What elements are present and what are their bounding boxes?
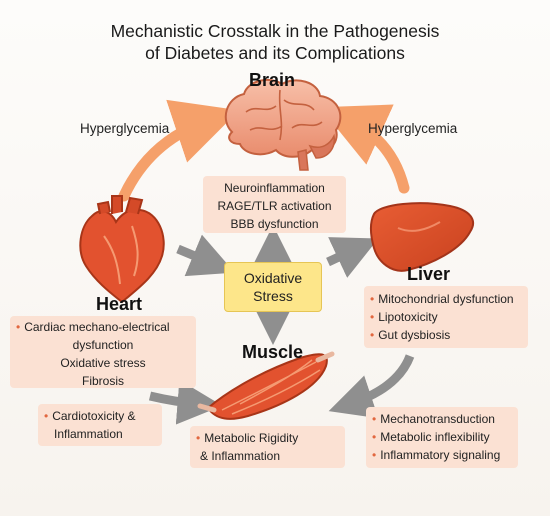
liver-muscle-item: Inflammatory signaling <box>372 446 512 464</box>
brain-icon <box>224 78 342 171</box>
brain-mechanism-item: RAGE/TLR activation <box>217 199 332 213</box>
liver-muscle-mechanisms-box: Mechanotransduction Metabolic inflexibil… <box>366 407 518 468</box>
muscle-mechanism-item: & Inflammation <box>200 449 281 463</box>
liver-muscle-item: Mechanotransduction <box>372 410 512 428</box>
heart-to-center-arrow <box>176 234 235 277</box>
title-line-2: of Diabetes and its Complications <box>145 43 405 63</box>
center-line-2: Stress <box>253 288 293 304</box>
muscle-label: Muscle <box>242 342 304 362</box>
center-line-1: Oxidative <box>243 270 303 286</box>
muscle-mechanisms-box: Metabolic Rigidity & Inflammation <box>190 426 345 468</box>
muscle-icon <box>197 351 335 420</box>
diagram-title: Mechanistic Crosstalk in the Pathogenesi… <box>0 20 550 64</box>
brain-mechanism-item: BBB dysfunction <box>230 217 319 231</box>
hyperglycemia-label-right: Hyperglycemia <box>368 121 458 136</box>
brain-label: Brain <box>249 70 296 90</box>
cardio-item: Inflammation <box>54 427 123 441</box>
liver-to-muscle-arrow <box>328 354 415 419</box>
liver-muscle-item: Metabolic inflexibility <box>372 428 512 446</box>
muscle-mechanism-item: Metabolic Rigidity <box>196 429 339 447</box>
hyperglycemia-arrow-left <box>118 99 240 202</box>
liver-label: Liver <box>407 264 451 284</box>
oxidative-stress-node: Oxidative Stress <box>224 262 322 312</box>
liver-mechanism-item: Lipotoxicity <box>370 308 522 326</box>
cardiotoxicity-box: Cardiotoxicity & Inflammation <box>38 404 162 446</box>
heart-label: Heart <box>96 294 143 314</box>
heart-icon <box>79 195 165 304</box>
center-to-liver-arrow <box>326 237 379 278</box>
cardio-item: Cardiotoxicity & <box>44 407 156 425</box>
liver-mechanisms-box: Mitochondrial dysfunction Lipotoxicity G… <box>364 286 528 348</box>
heart-to-muscle-arrow <box>148 379 223 425</box>
heart-mechanism-item: Cardiac mechano-electrical <box>16 318 190 336</box>
hyperglycemia-arrow-right <box>319 104 410 194</box>
brain-mechanisms-box: Neuroinflammation RAGE/TLR activation BB… <box>203 176 346 233</box>
title-line-1: Mechanistic Crosstalk in the Pathogenesi… <box>110 21 440 41</box>
heart-mechanism-item: dysfunction <box>72 338 134 352</box>
heart-mechanisms-box: Cardiac mechano-electrical dysfunction O… <box>10 316 196 388</box>
brain-mechanism-item: Neuroinflammation <box>224 181 325 195</box>
hyperglycemia-label-left: Hyperglycemia <box>80 121 170 136</box>
liver-mechanism-item: Gut dysbiosis <box>370 326 522 344</box>
liver-icon <box>370 202 475 272</box>
heart-mechanism-item: Oxidative stress <box>60 356 146 370</box>
liver-mechanism-item: Mitochondrial dysfunction <box>370 290 522 308</box>
heart-mechanism-item: Fibrosis <box>81 374 124 388</box>
